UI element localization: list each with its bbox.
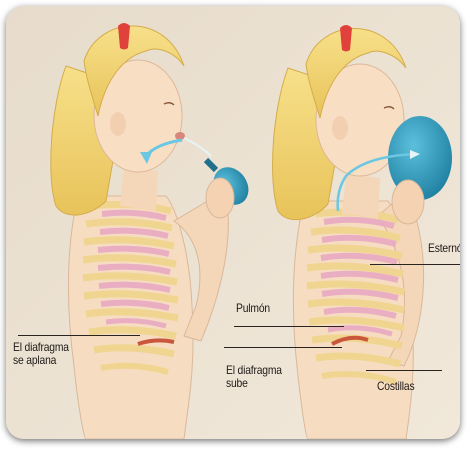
- label-ribs-text: Costillas: [377, 380, 414, 393]
- right-hand: [392, 180, 424, 224]
- label-line-diaphragm-flattens: [18, 335, 140, 336]
- label-ribs: Costillas: [377, 380, 414, 393]
- label-sternum: Esternón: [428, 242, 460, 255]
- label-diaphragm-flattens: El diafragma se aplana: [13, 341, 69, 367]
- right-hair-clip: [340, 25, 352, 52]
- left-neck: [120, 166, 158, 211]
- left-mouth: [175, 132, 185, 140]
- left-hair-clip: [118, 23, 130, 50]
- right-ear: [332, 116, 348, 140]
- label-diaphragm-flattens-line2: se aplana: [13, 354, 69, 367]
- label-line-ribs: [366, 370, 442, 371]
- label-line-sternum: [370, 264, 460, 265]
- right-neck: [342, 174, 380, 218]
- left-ear: [110, 112, 126, 136]
- label-line-diaphragm-rises: [224, 347, 342, 348]
- label-sternum-text: Esternón: [428, 242, 460, 255]
- left-hand: [206, 178, 234, 218]
- illustration-frame: El diafragma se aplana Pulmón El diafrag…: [6, 6, 460, 439]
- label-diaphragm-rises: El diafragma sube: [226, 364, 282, 390]
- label-lung-text: Pulmón: [236, 302, 270, 315]
- label-lung: Pulmón: [236, 302, 270, 315]
- label-diaphragm-rises-line2: sube: [226, 377, 282, 390]
- label-line-lung: [234, 326, 344, 327]
